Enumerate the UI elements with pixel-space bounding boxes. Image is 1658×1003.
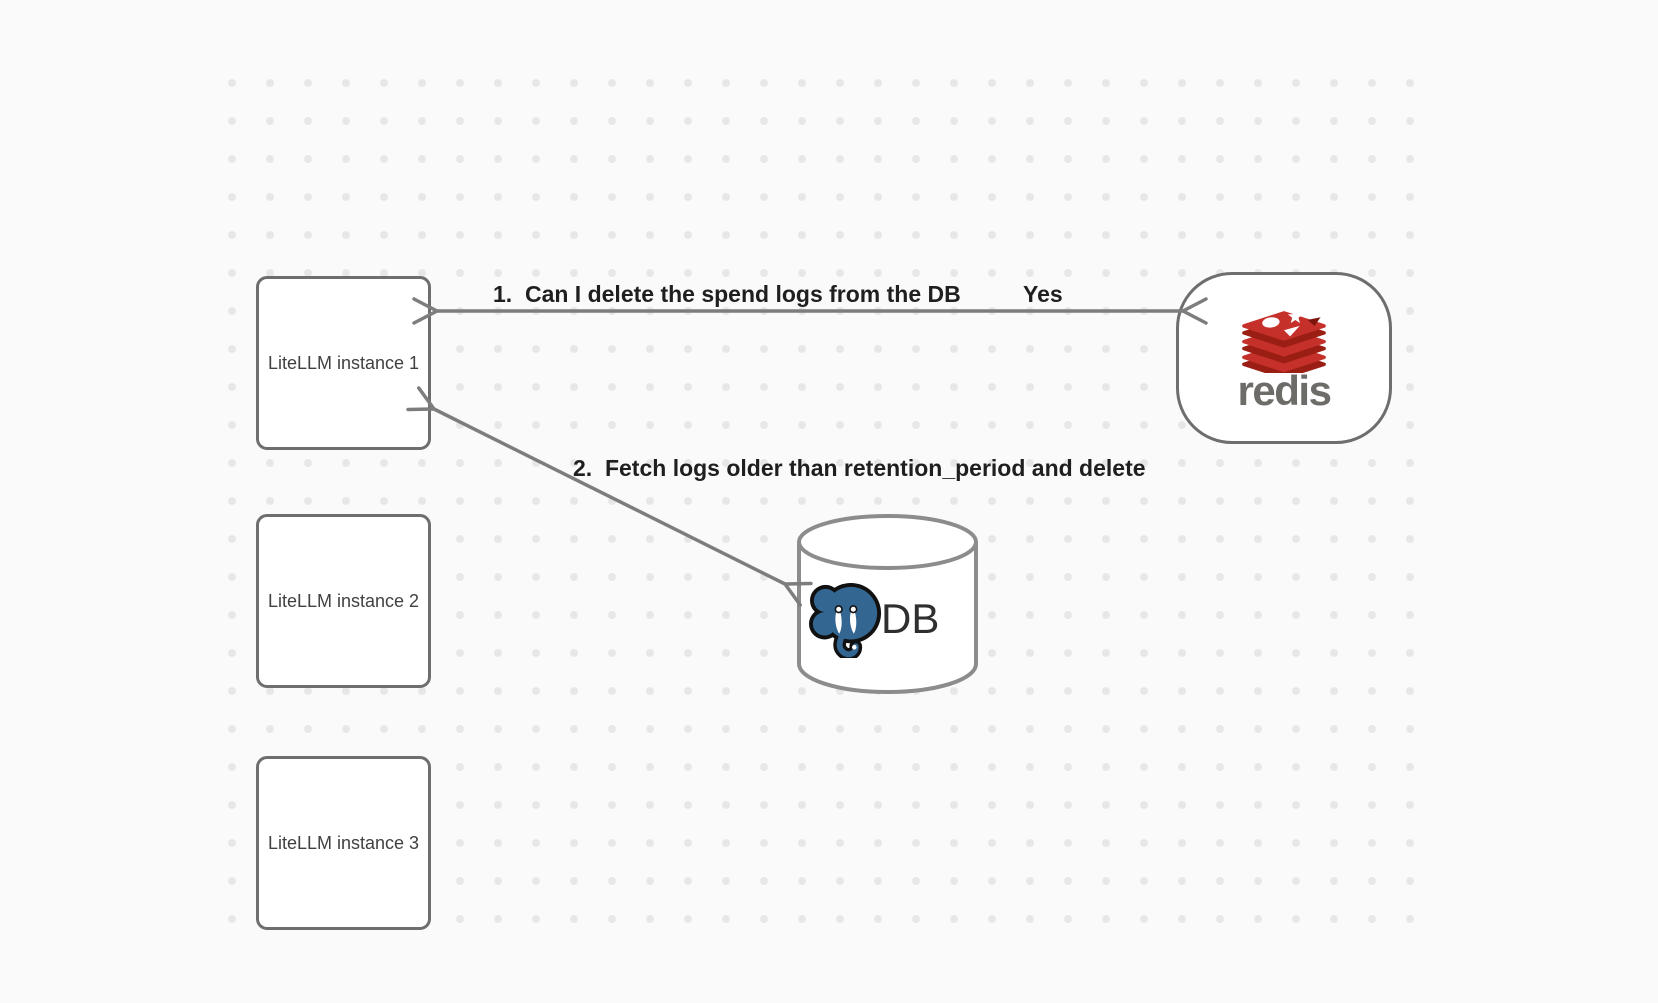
edge2-label: 2. Fetch logs older than retention_perio… (573, 455, 1146, 481)
node-litellm-instance-3: LiteLLM instance 3 (256, 756, 431, 930)
node-redis: redis (1176, 272, 1392, 444)
node-litellm-instance-1: LiteLLM instance 1 (256, 276, 431, 450)
edge1-response-label: Yes (1023, 281, 1063, 307)
node-litellm-instance-2: LiteLLM instance 2 (256, 514, 431, 688)
redis-wordmark: redis (1237, 366, 1332, 414)
node-label: LiteLLM instance 3 (267, 832, 420, 853)
db-label: DB (881, 595, 940, 642)
db-node-content: DB (809, 578, 969, 660)
redis-icon (1242, 307, 1326, 373)
node-label: LiteLLM instance 2 (267, 590, 420, 611)
node-label: LiteLLM instance 1 (267, 352, 420, 373)
edge1-label: 1. Can I delete the spend logs from the … (493, 281, 961, 307)
postgres-elephant-icon (809, 582, 882, 658)
